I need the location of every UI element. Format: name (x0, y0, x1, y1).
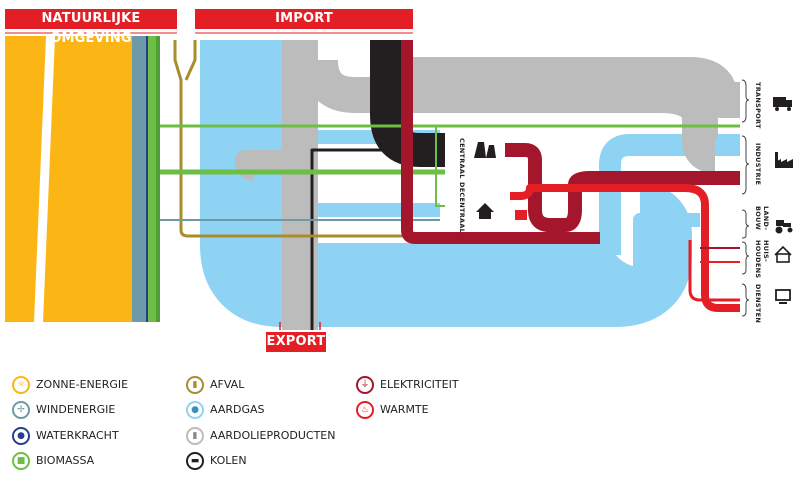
water-drop-icon: ● (12, 427, 30, 445)
central-label: CENTRAAL (458, 138, 466, 179)
biomass-flows (160, 124, 740, 207)
export-marker (279, 322, 321, 330)
coal-flows (310, 40, 445, 330)
sector-label-agriculture: LAND- BOUW (754, 206, 770, 231)
decentral-house-icon (476, 203, 494, 219)
sector-label-households: HUIS- HOUDENS (754, 240, 770, 279)
oil-barrel-icon: ▮ (186, 427, 204, 445)
heat-flame-icon: ♨ (356, 401, 374, 419)
sector-label-industry: INDUSTRIE (754, 143, 762, 186)
import-header-bar (195, 9, 413, 29)
cow-icon: ■ (12, 452, 30, 470)
computer-icon (775, 289, 791, 304)
natural-sources-block (5, 36, 160, 322)
natural-header-bar (5, 9, 177, 29)
export-header-label: EXPORT (266, 334, 326, 349)
waste-flows (173, 40, 440, 238)
import-header-label: IMPORT (275, 11, 333, 26)
truck-icon (773, 97, 792, 111)
tractor-icon (775, 220, 793, 234)
house-icon (774, 245, 792, 263)
natural-header-label: NATUURLIJKE OMGEVING (41, 11, 141, 46)
waste-bin-icon: ▮ (186, 376, 204, 394)
coal-cart-icon: ▬ (186, 452, 204, 470)
sector-label-services: DIENSTEN (754, 284, 762, 324)
export-header-bar (266, 332, 326, 352)
decentral-label: DECENTRAAL (458, 182, 466, 234)
wind-turbine-icon: ✢ (12, 401, 30, 419)
factory-icon (775, 152, 793, 168)
sector-label-transport: TRANSPORT (754, 82, 762, 129)
sun-icon: ☼ (12, 376, 30, 394)
electricity-heat-flows (401, 40, 740, 312)
power-plant-icon (474, 142, 496, 158)
gas-flame-icon: ● (186, 401, 204, 419)
sector-brackets (741, 79, 750, 317)
plug-icon: ⏚ (356, 376, 374, 394)
oil-products-flows (235, 40, 740, 330)
